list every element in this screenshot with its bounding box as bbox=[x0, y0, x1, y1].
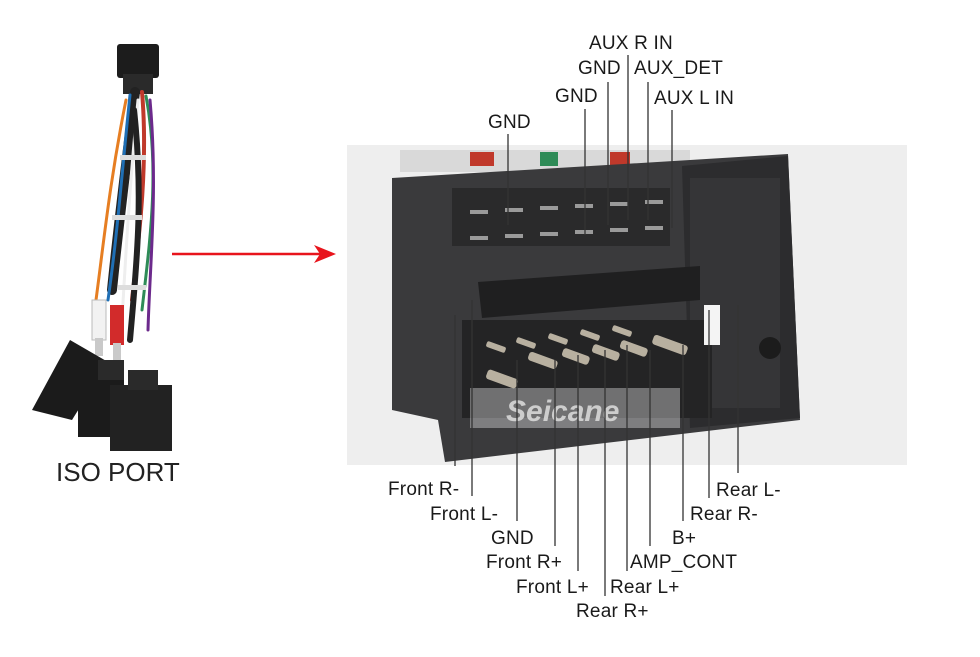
top-label-gnd-2: GND bbox=[578, 58, 621, 79]
bottom-label-b-plus: B+ bbox=[672, 528, 697, 549]
watermark: Seicane bbox=[506, 395, 619, 428]
top-label-gnd-1: GND bbox=[488, 112, 531, 133]
top-label-aux-det: AUX_DET bbox=[634, 58, 724, 79]
bottom-label-rear-r-minus: Rear R- bbox=[690, 504, 758, 525]
bottom-label-gnd: GND bbox=[491, 528, 534, 549]
top-label-aux-r-in: AUX R IN bbox=[589, 33, 673, 54]
bottom-label-rear-l-minus: Rear L- bbox=[716, 480, 781, 501]
bottom-label-front-r-minus: Front R- bbox=[388, 479, 460, 500]
iso-port-title: ISO PORT bbox=[56, 457, 180, 487]
bottom-label-rear-r-plus: Rear R+ bbox=[576, 601, 649, 622]
top-label-gnd-3: GND bbox=[555, 86, 598, 107]
bottom-label-amp-cont: AMP_CONT bbox=[630, 552, 738, 573]
bottom-label-front-r-plus: Front R+ bbox=[486, 552, 563, 573]
bottom-label-rear-l-plus: Rear L+ bbox=[610, 577, 680, 598]
bottom-label-front-l-minus: Front L- bbox=[430, 504, 499, 525]
bottom-label-front-l-plus: Front L+ bbox=[516, 577, 589, 598]
top-label-aux-l-in: AUX L IN bbox=[654, 88, 735, 109]
